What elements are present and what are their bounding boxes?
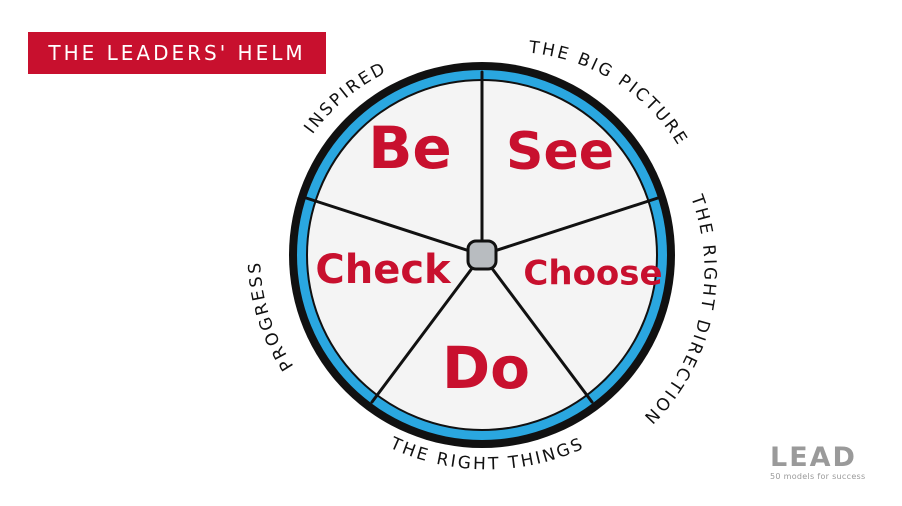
wheel-hub <box>466 239 498 271</box>
title-banner: THE LEADERS' HELM <box>28 32 326 74</box>
spoke-right <box>480 194 666 257</box>
spoke-left <box>298 194 484 257</box>
ring-label-progress-path: PROGRESS <box>245 260 296 374</box>
title-text: THE LEADERS' HELM <box>48 41 306 65</box>
ring-label-progress: PROGRESS <box>245 260 298 374</box>
logo-name: LEAD <box>770 442 857 473</box>
segment-be: Be <box>368 114 452 182</box>
spoke-bottom-left <box>370 253 484 404</box>
spokes <box>298 70 666 404</box>
segment-see: See <box>506 122 614 182</box>
segment-check: Check <box>315 247 452 293</box>
segment-choose: Choose <box>523 254 662 294</box>
lead-logo: LEAD 50 models for success <box>770 442 878 482</box>
spoke-bottom-right <box>480 253 594 404</box>
segment-do: Do <box>442 334 530 402</box>
logo-tagline: 50 models for success <box>770 472 866 481</box>
